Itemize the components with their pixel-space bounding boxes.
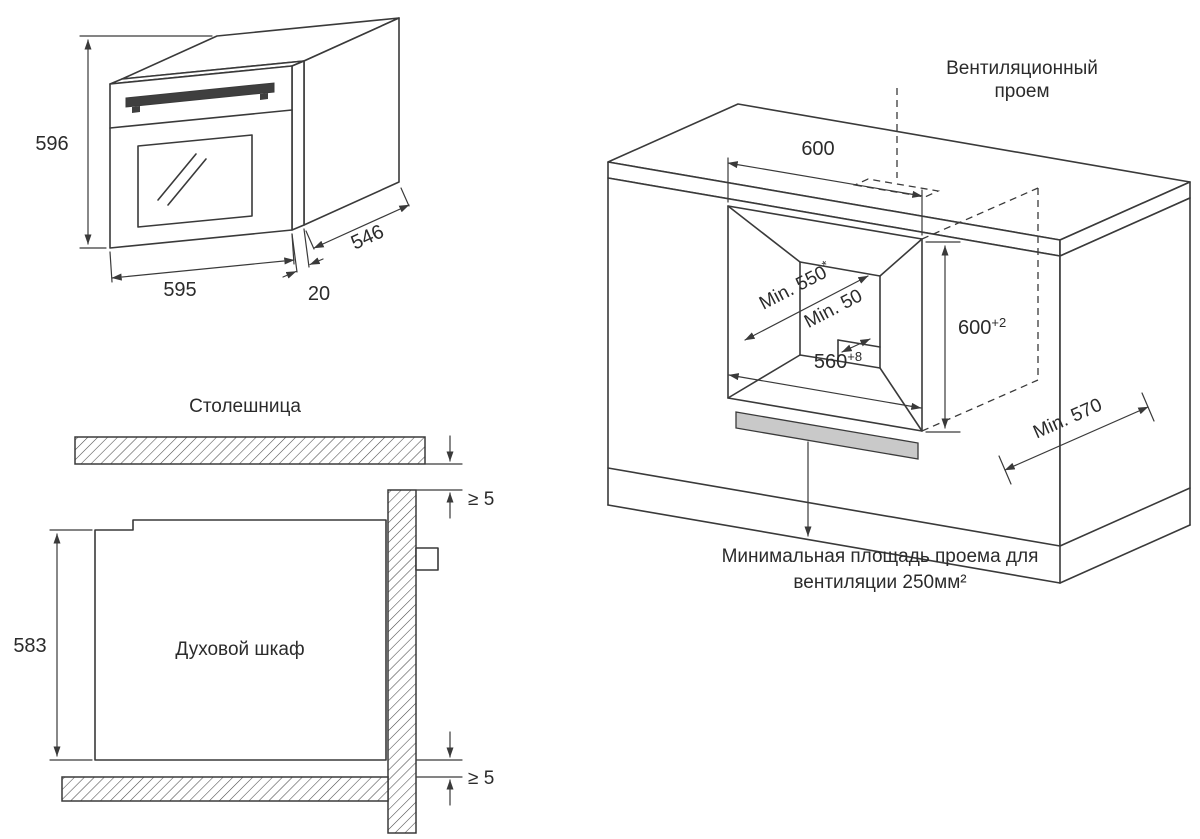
top-width-label: 600 bbox=[801, 138, 834, 160]
countertop-section bbox=[74, 436, 426, 465]
vent-opening-label-line2: проем bbox=[994, 81, 1049, 102]
cabinet-right-face bbox=[1059, 197, 1191, 547]
dim-top-width: 600 bbox=[727, 138, 923, 236]
vent-opening-label-line1: Вентиляционный bbox=[946, 58, 1098, 79]
vent-strip bbox=[735, 411, 919, 460]
back-gap-label: Min. 50 bbox=[801, 285, 866, 332]
dim-oven-height: 596 bbox=[35, 35, 213, 249]
niche-width-label: 560+8 bbox=[814, 349, 862, 373]
oven-height-label: 596 bbox=[35, 133, 68, 155]
vent-area-label-line2: вентиляции 250мм² bbox=[793, 572, 966, 593]
dim-gap-bottom: ≥ 5 bbox=[416, 731, 494, 806]
dim-oven-width: 595 bbox=[109, 233, 295, 301]
section-height-label: 583 bbox=[13, 635, 46, 657]
cabinet-side-panel-section bbox=[387, 489, 417, 834]
dim-niche-height-section: 583 bbox=[13, 529, 93, 761]
gap-bottom-label: ≥ 5 bbox=[468, 768, 494, 789]
cabinet-bottom-panel-section bbox=[61, 776, 389, 802]
oven-handle bbox=[125, 82, 275, 113]
section-view: Столешница Духовой шкаф 583 ≥ 5 bbox=[13, 396, 494, 834]
dim-back-gap: Min. 50 bbox=[801, 285, 871, 353]
oven-width-label: 595 bbox=[163, 279, 196, 301]
cabinet-base bbox=[607, 467, 1191, 584]
vent-area-label-line1: Минимальная площадь проема для bbox=[722, 546, 1039, 567]
hidden-niche-volume-dashed bbox=[921, 187, 1039, 432]
oven-section-label: Духовой шкаф bbox=[175, 639, 304, 660]
oven-window-reflections bbox=[157, 153, 207, 206]
oven-depth-label: 546 bbox=[348, 221, 387, 255]
vent-opening-callout: Вентиляционный проем bbox=[946, 58, 1098, 102]
dim-oven-door-overhang: 20 bbox=[282, 228, 330, 305]
oven-door-window bbox=[137, 134, 253, 228]
oven-door-overhang-label: 20 bbox=[308, 283, 330, 305]
countertop-label: Столешница bbox=[189, 396, 301, 417]
dim-gap-top: ≥ 5 bbox=[416, 435, 494, 519]
oven-fascia-right-face bbox=[291, 60, 305, 231]
dim-niche-width: 560+8 bbox=[728, 349, 922, 410]
mounting-bracket bbox=[415, 547, 439, 571]
vent-area-callout: Минимальная площадь проема для вентиляци… bbox=[722, 441, 1039, 593]
oven-control-panel-line bbox=[109, 109, 293, 129]
gap-top-label: ≥ 5 bbox=[468, 489, 494, 510]
cabinet-isometric: Вентиляционный проем 600 Min. 550* Min. … bbox=[607, 58, 1191, 593]
oven-section-outline bbox=[94, 519, 387, 761]
niche-height-label: 600+2 bbox=[958, 315, 1006, 339]
oven-isometric: 596 595 546 20 bbox=[35, 17, 410, 305]
dim-niche-height: 600+2 bbox=[925, 241, 1006, 433]
